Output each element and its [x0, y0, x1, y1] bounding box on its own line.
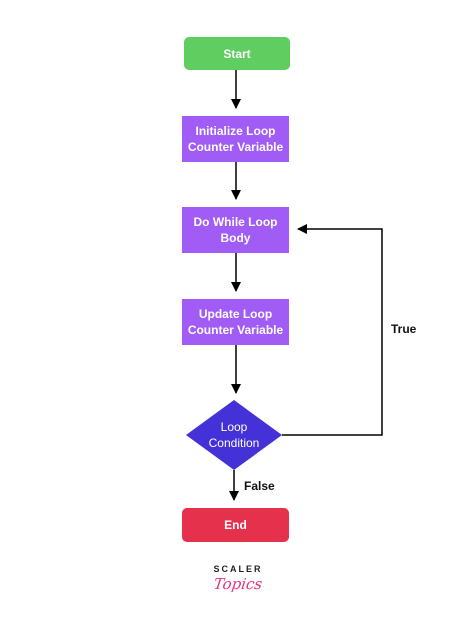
- decision-label-line1: Loop: [220, 420, 248, 434]
- false-edge-label: False: [244, 479, 275, 493]
- logo-topics-text: Topics: [212, 575, 264, 593]
- loop-body-label-line2: Body: [220, 231, 251, 245]
- logo-scaler-text: SCALER: [213, 564, 263, 574]
- true-edge-label: True: [391, 322, 417, 336]
- update-counter-label-line1: Update Loop: [198, 307, 273, 321]
- decision-label-line2: Condition: [208, 436, 260, 450]
- decision-label: Loop Condition: [186, 400, 282, 470]
- end-label: End: [224, 518, 247, 532]
- initialize-counter-node: Initialize Loop Counter Variable: [182, 116, 289, 162]
- decision-diamond: [186, 400, 282, 470]
- update-counter-label-line2: Counter Variable: [187, 323, 284, 337]
- start-node: Start: [184, 37, 290, 70]
- loop-body-label-line1: Do While Loop: [193, 215, 278, 229]
- initialize-counter-label-line2: Counter Variable: [187, 140, 284, 154]
- update-counter-node: Update Loop Counter Variable: [182, 299, 289, 345]
- arrow-true-loop-back: [282, 224, 383, 436]
- initialize-counter-label-line1: Initialize Loop: [195, 124, 276, 138]
- loop-body-node: Do While Loop Body: [182, 207, 289, 253]
- end-node: End: [182, 508, 289, 542]
- start-label: Start: [223, 46, 251, 61]
- scaler-topics-logo: SCALER Topics: [200, 564, 276, 604]
